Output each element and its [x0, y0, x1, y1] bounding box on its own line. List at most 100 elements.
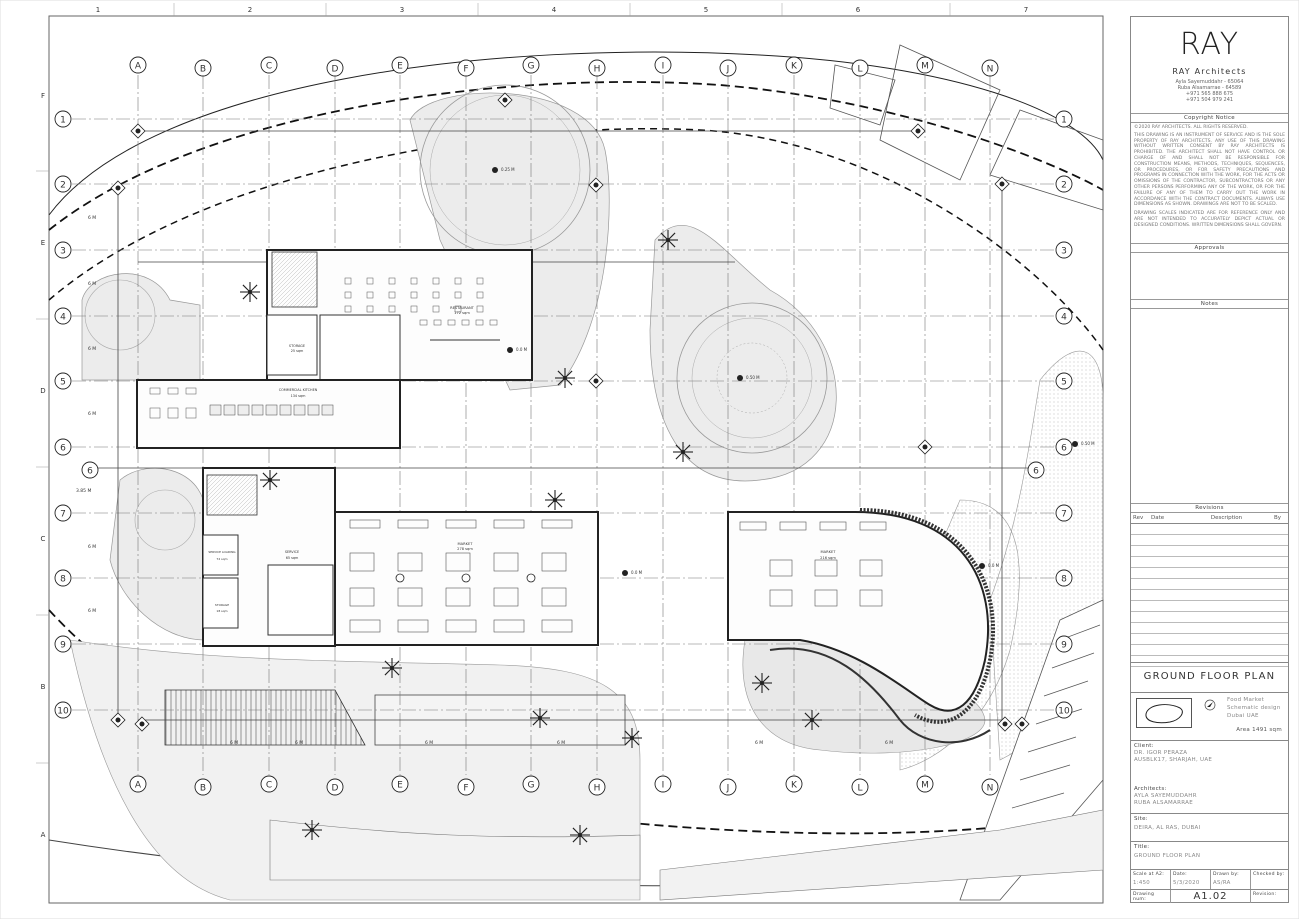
kitchen-table	[149, 407, 161, 419]
room-market1-name: Market	[458, 542, 474, 546]
svg-text:C: C	[266, 780, 272, 790]
grid-bubble-letter: B	[194, 59, 212, 77]
grid-bubble-letter: L	[851, 778, 869, 796]
tree-symbol	[752, 673, 772, 693]
dining-table	[476, 277, 484, 285]
section-marker-dot	[593, 378, 599, 384]
copyright-line: ©2020 RAY ARCHITECTS. ALL RIGHTS RESERVE…	[1134, 125, 1248, 130]
svg-text:F: F	[463, 783, 468, 793]
market-counter	[739, 521, 767, 531]
kitchen-unit	[307, 404, 320, 416]
dining-table	[432, 305, 440, 313]
grid-bubble-letter: M	[916, 56, 934, 74]
svg-text:I: I	[662, 780, 665, 790]
grid-bubble-letter: N	[981, 59, 999, 77]
market-stall	[445, 587, 471, 607]
landscape-trees	[240, 230, 822, 845]
section-marker-dot	[502, 97, 508, 103]
revision-label: Revision:	[1253, 892, 1277, 897]
svg-text:D: D	[332, 64, 339, 74]
site-label: Site:	[1134, 816, 1148, 822]
copyright-body-2: DRAWING SCALES INDICATED ARE FOR REFEREN…	[1134, 211, 1285, 228]
room-service-area: 65 sqm	[286, 556, 299, 560]
building-market1-block	[202, 467, 599, 647]
stair-core-bottom	[206, 474, 258, 516]
grid-bubble-letter: K	[785, 56, 803, 74]
dimension-label: 6 M	[88, 608, 96, 614]
section-marker-dot	[999, 181, 1005, 187]
level-marker: 0.50 M	[1072, 441, 1095, 447]
plaza-circle-left	[84, 279, 156, 351]
tree-symbol	[802, 710, 822, 730]
parking-bay-line	[1019, 764, 1071, 781]
room-service-name: Service	[285, 550, 299, 554]
revision-row	[1131, 523, 1288, 535]
grid-bubble-number: 2	[54, 175, 72, 193]
dining-table	[388, 277, 396, 285]
room-storage-top-area: 25 sqm	[291, 349, 304, 353]
grid-bubble-letter: H	[588, 59, 606, 77]
svg-text:3: 3	[60, 246, 66, 256]
revisions-header-row: Rev Date Description By	[1131, 513, 1288, 524]
market-counter	[541, 519, 573, 529]
svg-text:B: B	[200, 64, 206, 74]
section-marker-dot	[115, 717, 121, 723]
kitchen-equipment	[149, 387, 334, 419]
svg-text:C: C	[266, 61, 272, 71]
revision-row	[1131, 611, 1288, 623]
svg-text:M: M	[921, 61, 929, 71]
section-marker-dot	[1019, 721, 1025, 727]
storage-top	[266, 314, 318, 376]
kitchen-unit	[209, 404, 222, 416]
market-stall	[493, 587, 519, 607]
site-name: DEIRA, AL RAS, DUBAI	[1134, 825, 1201, 831]
grid-bubble-number: 8	[54, 569, 72, 587]
market-counter	[541, 619, 573, 633]
kitchen-table	[167, 387, 179, 395]
svg-text:M: M	[921, 780, 929, 790]
copyright-header: Copyright Notice	[1131, 113, 1288, 123]
market-counter	[859, 521, 887, 531]
svg-text:0.0 M: 0.0 M	[988, 563, 1000, 568]
dining-table	[410, 277, 418, 285]
svg-text:8: 8	[60, 574, 66, 584]
kitchen-unit	[223, 404, 236, 416]
parking-bay-line	[1027, 736, 1077, 753]
grid-bubble-letter: D	[326, 59, 344, 77]
dimension-label: 3.85 M	[76, 488, 91, 494]
dining-table	[476, 305, 484, 313]
scale-label: Scale at A2:	[1133, 872, 1165, 877]
grid-bubble-letter: D	[326, 778, 344, 796]
room-service-loading-name: Service Loading	[208, 550, 236, 554]
project-line: Schematic design	[1227, 705, 1281, 711]
dining-table	[344, 277, 352, 285]
market-stall	[397, 587, 423, 607]
market-stall	[859, 559, 883, 577]
bottom-strip-bldg	[269, 819, 641, 881]
market-stall	[349, 587, 375, 607]
room-market2-area: 216 sqm	[820, 556, 836, 560]
market2-stalls	[739, 521, 887, 607]
svg-text:7: 7	[1061, 509, 1067, 519]
tree-symbol	[545, 490, 565, 510]
grid-bubble-number: 5	[54, 372, 72, 390]
svg-text:5: 5	[1061, 377, 1067, 387]
svg-text:6: 6	[87, 466, 93, 476]
grid-bubble-letter: C	[260, 56, 278, 74]
dining-table	[454, 305, 462, 313]
building-restaurant-block	[266, 249, 533, 381]
parking-bay-line	[1051, 652, 1095, 669]
level-marker: 0.0 M	[507, 347, 528, 353]
svg-text:9: 9	[1061, 640, 1067, 650]
tree-symbol	[240, 282, 260, 302]
grid-bubble-number: 1	[1055, 110, 1073, 128]
dining-table	[489, 319, 498, 326]
market-stall	[769, 559, 793, 577]
sheet-column-label: 3	[400, 6, 404, 14]
kitchen-table	[185, 387, 197, 395]
market-stall	[397, 552, 423, 572]
grid-bubble-letter: F	[457, 778, 475, 796]
market-stall	[541, 587, 567, 607]
sheet-row-label: E	[41, 239, 45, 247]
grid-bubble-letter: L	[851, 59, 869, 77]
